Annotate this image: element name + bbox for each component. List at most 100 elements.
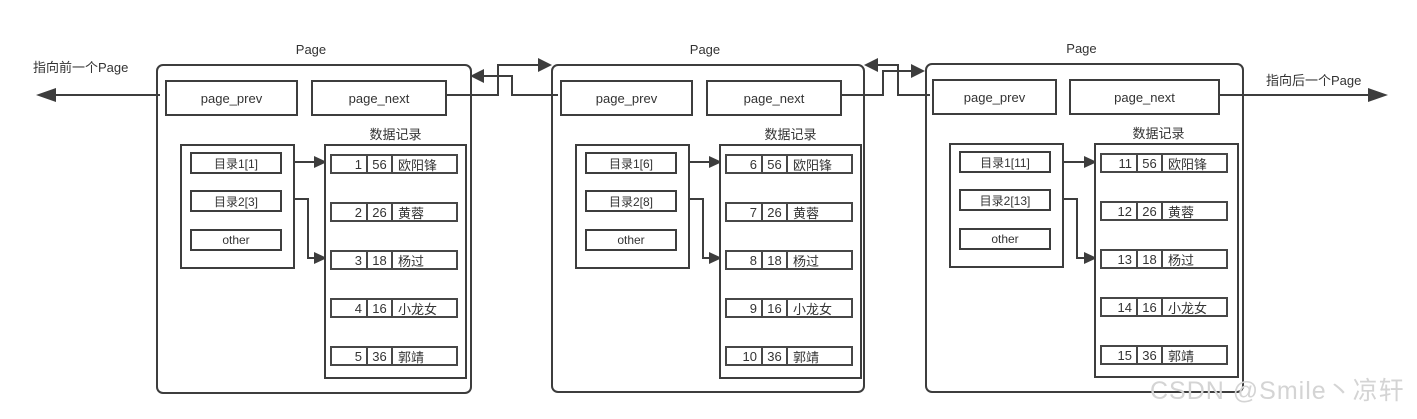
directory-entry: other <box>190 229 282 251</box>
record-id: 13 <box>1102 251 1138 267</box>
page-next-field: page_next <box>706 80 842 116</box>
record-name: 黄蓉 <box>398 205 425 221</box>
record-row: 6 56 欧阳锋 <box>725 154 853 174</box>
record-key: 36 <box>1138 347 1163 363</box>
record-key: 16 <box>368 300 393 316</box>
record-name: 杨过 <box>398 253 425 269</box>
record-id: 3 <box>332 252 368 268</box>
record-row: 11 56 欧阳锋 <box>1100 153 1228 173</box>
page-prev-field: page_prev <box>165 80 298 116</box>
records-box: 1 56 欧阳锋 2 26 黄蓉 3 18 杨过 4 16 小龙女 5 36 <box>324 144 467 379</box>
data-records-label: 数据记录 <box>764 127 817 142</box>
csdn-watermark: CSDN @Smile丶凉轩 <box>1150 377 1405 405</box>
record-key: 36 <box>763 348 788 364</box>
page-prev-field: page_prev <box>932 79 1057 115</box>
prev-pointer-label: 指向前一个Page <box>33 60 129 75</box>
directory-entry: 目录2[13] <box>959 189 1051 211</box>
page-title: Page <box>1066 41 1097 56</box>
page-node-3: Page page_prev page_next 数据记录 目录1[11] 目录… <box>925 41 1244 393</box>
p3-dir2-arrowhead <box>1084 252 1097 264</box>
record-id: 5 <box>332 348 368 364</box>
record-row: 3 18 杨过 <box>330 250 458 270</box>
record-name: 小龙女 <box>793 301 833 317</box>
page-node-1: Page page_prev page_next 数据记录 目录1[1] 目录2… <box>156 42 472 394</box>
directory-entry: 目录1[11] <box>959 151 1051 173</box>
record-row: 7 26 黄蓉 <box>725 202 853 222</box>
record-key: 26 <box>763 204 788 220</box>
record-id: 9 <box>727 300 763 316</box>
record-name: 小龙女 <box>1168 300 1208 316</box>
directory-box: 目录1[6] 目录2[8] other <box>575 144 690 269</box>
record-row: 14 16 小龙女 <box>1100 297 1228 317</box>
record-key: 26 <box>1138 203 1163 219</box>
directory-entry: other <box>585 229 677 251</box>
record-id: 6 <box>727 156 763 172</box>
record-key: 56 <box>1138 155 1163 171</box>
record-id: 4 <box>332 300 368 316</box>
record-id: 14 <box>1102 299 1138 315</box>
directory-entry: other <box>959 228 1051 250</box>
record-id: 10 <box>727 348 763 364</box>
record-name: 黄蓉 <box>793 205 820 221</box>
record-key: 18 <box>1138 251 1163 267</box>
page-prev-field: page_prev <box>560 80 693 116</box>
p1-dir2-arrowhead <box>314 252 327 264</box>
page-title: Page <box>295 42 327 57</box>
record-key: 18 <box>368 252 393 268</box>
directory-entry: 目录1[6] <box>585 152 677 174</box>
directory-entry: 目录2[3] <box>190 190 282 212</box>
record-id: 2 <box>332 204 368 220</box>
next-pointer-arrowhead <box>1368 88 1388 102</box>
directory-entry: 目录2[8] <box>585 190 677 212</box>
record-row: 4 16 小龙女 <box>330 298 458 318</box>
p2-dir1-arrowhead <box>709 156 722 168</box>
record-row: 2 26 黄蓉 <box>330 202 458 222</box>
record-key: 16 <box>1138 299 1163 315</box>
record-id: 15 <box>1102 347 1138 363</box>
data-records-label: 数据记录 <box>369 127 422 142</box>
prev-pointer-arrowhead <box>36 88 56 102</box>
record-name: 郭靖 <box>398 349 425 365</box>
record-id: 11 <box>1102 155 1138 171</box>
p1-next-to-p2-arrowhead <box>538 58 552 72</box>
p1-dir1-arrowhead <box>314 156 327 168</box>
p2-next-to-p3-arrowhead <box>911 64 925 78</box>
records-box: 11 56 欧阳锋 12 26 黄蓉 13 18 杨过 14 16 小龙女 15 <box>1094 143 1239 378</box>
p2-dir2-arrowhead <box>709 252 722 264</box>
record-key: 56 <box>763 156 788 172</box>
p2-prev-to-p1-arrowhead <box>470 69 484 83</box>
directory-entry: 目录1[1] <box>190 152 282 174</box>
p3-dir1-arrowhead <box>1084 156 1097 168</box>
record-key: 36 <box>368 348 393 364</box>
record-row: 8 18 杨过 <box>725 250 853 270</box>
record-name: 杨过 <box>1168 252 1195 268</box>
record-row: 12 26 黄蓉 <box>1100 201 1228 221</box>
p3-prev-to-p2-arrowhead <box>864 58 878 72</box>
p3-prev-to-p2-line <box>878 64 930 96</box>
record-id: 8 <box>727 252 763 268</box>
record-row: 9 16 小龙女 <box>725 298 853 318</box>
page-title: Page <box>689 42 721 57</box>
record-row: 13 18 杨过 <box>1100 249 1228 269</box>
record-name: 欧阳锋 <box>1168 156 1208 172</box>
record-key: 18 <box>763 252 788 268</box>
record-id: 1 <box>332 156 368 172</box>
page-next-field: page_next <box>311 80 447 116</box>
next-pointer-label: 指向后一个Page <box>1266 73 1362 88</box>
record-row: 15 36 郭靖 <box>1100 345 1228 365</box>
directory-box: 目录1[11] 目录2[13] other <box>949 143 1064 268</box>
record-row: 10 36 郭靖 <box>725 346 853 366</box>
record-name: 黄蓉 <box>1168 204 1195 220</box>
record-name: 欧阳锋 <box>793 157 833 173</box>
page-next-field: page_next <box>1069 79 1220 115</box>
directory-box: 目录1[1] 目录2[3] other <box>180 144 295 269</box>
record-key: 56 <box>368 156 393 172</box>
record-id: 7 <box>727 204 763 220</box>
record-name: 欧阳锋 <box>398 157 438 173</box>
record-row: 1 56 欧阳锋 <box>330 154 458 174</box>
data-records-label: 数据记录 <box>1132 126 1185 141</box>
record-id: 12 <box>1102 203 1138 219</box>
record-key: 26 <box>368 204 393 220</box>
record-name: 郭靖 <box>1168 348 1195 364</box>
